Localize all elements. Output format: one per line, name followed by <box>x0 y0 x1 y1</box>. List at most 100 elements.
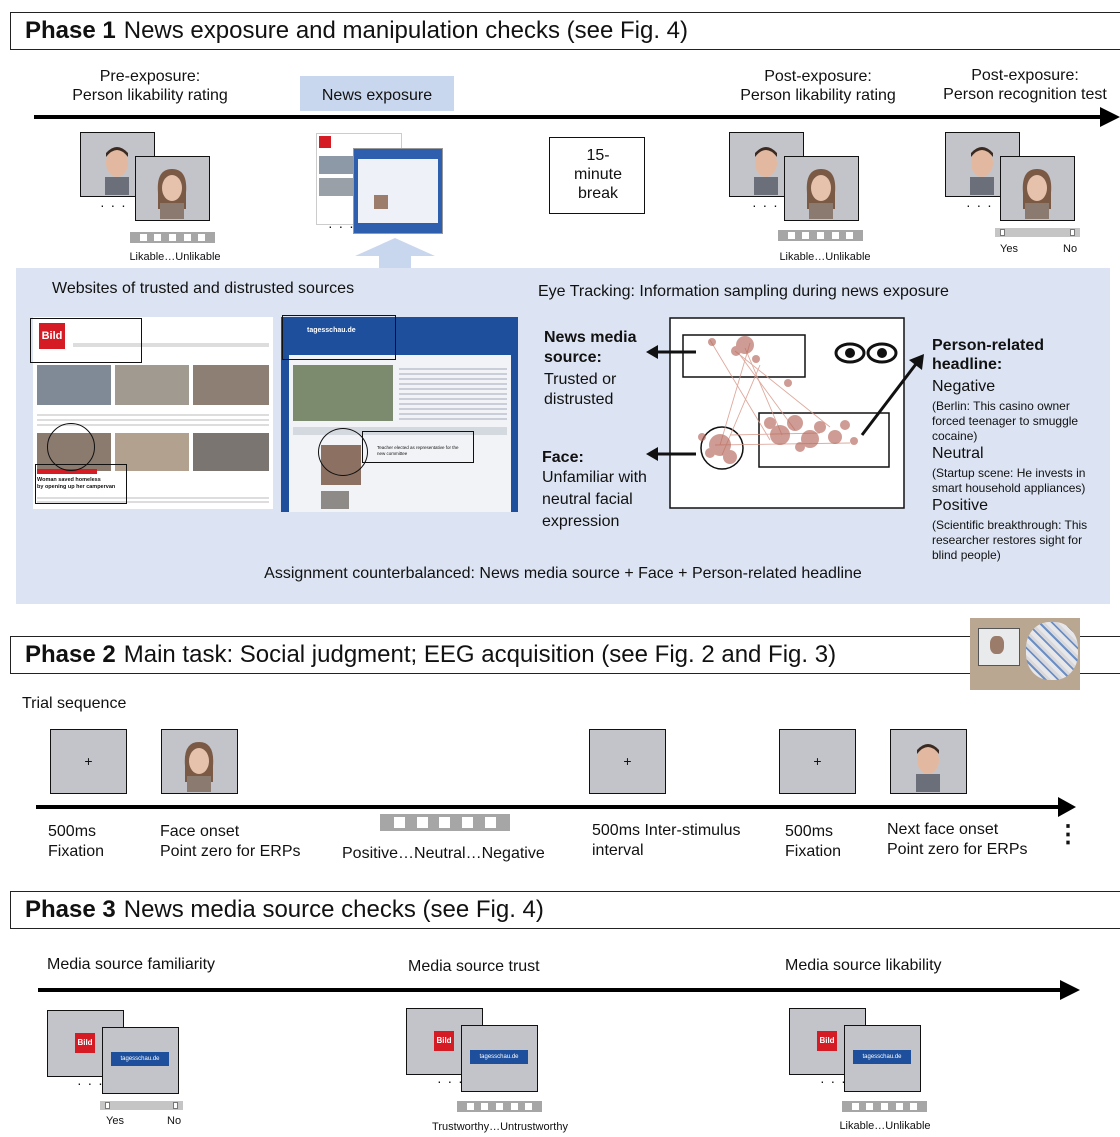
phase3-title-bold: Phase 3 <box>25 896 116 923</box>
break-label: 15- minute break <box>573 147 623 202</box>
phase2-title-bold: Phase 2 <box>25 641 116 668</box>
rating-scale <box>380 814 510 831</box>
face-card-female <box>1000 156 1075 221</box>
female-face-icon <box>806 169 836 219</box>
positive-label: Positive <box>932 497 989 514</box>
trust-label: Media source trust <box>408 958 540 975</box>
male-face-icon <box>105 147 129 195</box>
fixation-1-label: 500ms Fixation <box>48 823 105 860</box>
news-exposure-label: News exposure <box>321 87 433 104</box>
negative-label: Negative <box>932 378 996 395</box>
bild-headline-aoi <box>35 464 127 504</box>
ellipsis: · · · <box>100 197 127 213</box>
male-face-icon <box>916 744 940 792</box>
eye-tracking-title: Eye Tracking: Information sampling durin… <box>538 283 949 300</box>
tagesschau-logo: tagesschau.de <box>470 1050 528 1064</box>
fixation-card-isi: + <box>589 729 666 794</box>
continuation-icon: ⋮ <box>1056 821 1080 848</box>
likability-scale-label-source: Likable…Unlikable <box>839 1120 931 1132</box>
yes-no-scale-familiarity <box>100 1101 183 1110</box>
face-desc: Unfamiliar with neutral facial expressio… <box>542 469 647 530</box>
timeline-arrow-phase1 <box>34 107 1120 127</box>
tagesschau-logo: tagesschau.de <box>111 1052 169 1066</box>
fixation-card-2: + <box>779 729 856 794</box>
tagesschau-logo: tagesschau.de <box>853 1050 911 1064</box>
female-face-icon <box>1022 169 1052 219</box>
timeline-arrow-phase3 <box>38 980 1080 1000</box>
websites-title: Websites of trusted and distrusted sourc… <box>52 280 355 297</box>
source-label: News media source: <box>544 329 637 366</box>
tagesschau-website: tagesschau.de Teacher elected as represe… <box>281 317 518 512</box>
yes-label: Yes <box>106 1115 124 1127</box>
ellipsis: · · · <box>966 197 993 213</box>
post-likability-label: Post-exposure: Person likability rating <box>740 68 896 104</box>
fixation-cross: + <box>84 753 93 769</box>
tagesschau-logo: tagesschau.de <box>307 327 356 334</box>
next-face-label: Next face onset Point zero for ERPs <box>887 821 1028 858</box>
face-card-female <box>784 156 859 221</box>
tagesschau-source-card: tagesschau.de <box>102 1027 179 1094</box>
trust-scale-label: Trustworthy…Untrustworthy <box>432 1121 568 1133</box>
tagesschau-headline-aoi <box>362 431 474 463</box>
likability-label: Media source likability <box>785 957 942 974</box>
face-onset-label: Face onset Point zero for ERPs <box>160 823 301 860</box>
tagesschau-headline: Teacher elected as representative for th… <box>377 445 459 456</box>
ellipsis: · · · <box>77 1075 104 1091</box>
news-exposure-highlight <box>300 76 454 111</box>
fixation-card-1: + <box>50 729 127 794</box>
bild-headline: Woman saved homeless by opening up her c… <box>37 477 116 490</box>
ellipsis: · · · <box>820 1073 847 1089</box>
fixation-cross: + <box>813 753 822 769</box>
ellipsis: · · · <box>437 1073 464 1089</box>
fixation-cross: + <box>623 753 632 769</box>
ellipsis: · · · <box>752 197 779 213</box>
phase3-header: Phase 3 News media source checks (see Fi… <box>10 891 1120 929</box>
bild-logo: Bild <box>75 1033 95 1053</box>
eye-tracking-diagram <box>669 317 905 509</box>
trial-sequence-label: Trial sequence <box>22 695 127 712</box>
isi-label: 500ms Inter-stimulus interval <box>592 822 741 859</box>
headline-label: Person-related headline: <box>932 337 1045 373</box>
eeg-photo <box>970 618 1080 690</box>
tagesschau-source-card: tagesschau.de <box>844 1025 921 1092</box>
phase1-header: Phase 1 News exposure and manipulation c… <box>10 12 1120 50</box>
negative-example: (Berlin: This casino owner forced teenag… <box>932 399 1079 443</box>
phase2-header: Phase 2 Main task: Social judgment; EEG … <box>10 636 1120 674</box>
face-card-female <box>161 729 238 794</box>
tagesschau-source-card: tagesschau.de <box>461 1025 538 1092</box>
positive-example: (Scientific breakthrough: This researche… <box>932 518 1088 562</box>
news-thumb-tagesschau <box>353 148 443 234</box>
face-card-male <box>890 729 967 794</box>
source-desc: Trusted or distrusted <box>544 371 617 408</box>
face-card-female <box>135 156 210 221</box>
eyes-icon <box>834 342 898 364</box>
male-face-icon <box>970 147 994 195</box>
phase2-title: Main task: Social judgment; EEG acquisit… <box>123 641 837 668</box>
rating-label: Positive…Neutral…Negative <box>342 845 545 862</box>
phase1-title: News exposure and manipulation checks (s… <box>123 17 689 44</box>
bild-logo: Bild <box>39 323 65 349</box>
likability-scale-label-pre: Likable…Unlikable <box>129 251 221 263</box>
phase1-title-bold: Phase 1 <box>25 17 116 44</box>
news-exposure-detail-arrow <box>355 238 435 270</box>
female-face-icon <box>157 169 187 219</box>
phase3-title: News media source checks (see Fig. 4) <box>123 896 544 923</box>
fixation-2-label: 500ms Fixation <box>785 823 842 860</box>
bild-face-aoi <box>47 423 95 471</box>
familiarity-label: Media source familiarity <box>47 956 216 973</box>
likability-scale-label-post: Likable…Unlikable <box>779 251 871 263</box>
aoi-arrows <box>646 345 924 461</box>
yes-label: Yes <box>1000 243 1018 255</box>
ellipsis: · · · <box>328 218 355 234</box>
no-label: No <box>1063 243 1078 255</box>
bild-logo: Bild <box>434 1031 454 1051</box>
neutral-example: (Startup scene: He invests in smart hous… <box>932 466 1086 495</box>
likability-scale-post <box>778 230 863 241</box>
male-face-icon <box>754 147 778 195</box>
face-label: Face: <box>542 449 584 466</box>
tagesschau-source-aoi <box>282 315 396 360</box>
break-box: 15- minute break <box>549 137 645 214</box>
post-recognition-label: Post-exposure: Person recognition test <box>943 67 1107 103</box>
female-face-icon <box>184 742 214 792</box>
likability-scale-source <box>842 1101 927 1112</box>
